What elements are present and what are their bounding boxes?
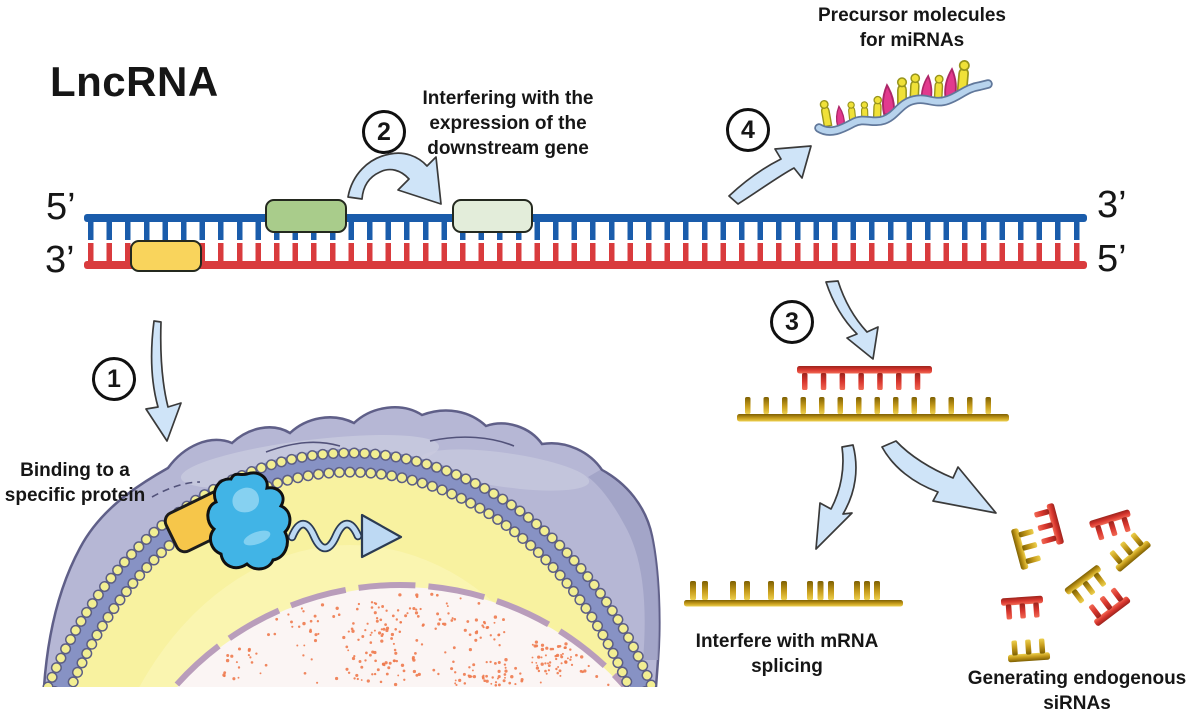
step2-badge: 2 <box>362 110 406 154</box>
green-gene-box <box>265 199 347 233</box>
step4-badge: 4 <box>726 108 770 152</box>
caption-line: expression of the <box>429 113 587 134</box>
caption-line: splicing <box>751 656 823 677</box>
step4-caption: Precursor molecules for miRNAs <box>797 3 1027 53</box>
caption-line: for miRNAs <box>859 30 965 51</box>
strand-label-5prime-right: 5’ <box>1097 238 1127 280</box>
antisense-strand-teeth <box>88 243 1084 261</box>
caption-line: Interfere with mRNA <box>695 631 879 652</box>
nuclear-envelope <box>170 582 630 687</box>
caption-line: Binding to a <box>20 460 130 481</box>
step4-arrow <box>728 145 812 205</box>
sirna-caption: Generating endogenous siRNAs <box>962 666 1192 716</box>
sense-strand-bar <box>84 214 1087 222</box>
signal-squiggle-arrow-icon <box>287 513 403 559</box>
strand-label-3prime-right: 3’ <box>1097 184 1127 226</box>
cell-membrane-beads <box>42 447 658 687</box>
caption-line: siRNAs <box>1043 693 1111 714</box>
mrna-splicing-strand <box>684 581 903 607</box>
blue-specific-protein <box>206 471 292 571</box>
step3-arrow <box>825 280 879 360</box>
strand-label-3prime-left: 3’ <box>45 239 75 281</box>
antisense-strand-bar <box>84 261 1087 269</box>
yellow-binding-site-box <box>130 240 202 272</box>
sirna-cluster <box>1000 502 1152 663</box>
caption-line: specific protein <box>4 485 146 506</box>
nucleus <box>170 582 630 687</box>
step1-arrow <box>145 320 182 442</box>
step2-caption: Interfering with the expression of the d… <box>393 86 623 161</box>
step1-badge: 1 <box>92 357 136 401</box>
cell-illustration <box>42 406 661 687</box>
page-title: LncRNA <box>50 58 219 105</box>
to-mrna-splicing-arrow <box>815 444 857 550</box>
caption-line: Interfering with the <box>422 88 594 109</box>
caption-line: Precursor molecules <box>818 5 1006 26</box>
caption-line: Generating endogenous <box>967 668 1187 689</box>
nucleus-speckles <box>222 592 610 687</box>
step1-caption: Binding to a specific protein <box>0 458 150 508</box>
strand-label-5prime-left: 5’ <box>46 186 76 228</box>
lncrna-mrna-duplex <box>737 366 1009 422</box>
precursor-mirna-illustration <box>814 59 993 136</box>
step2-arrow <box>347 152 442 205</box>
caption-line: downstream gene <box>427 138 589 159</box>
light-green-downstream-gene-box <box>452 199 533 233</box>
to-sirna-arrow <box>881 440 997 514</box>
step3-badge: 3 <box>770 300 814 344</box>
mrna-splicing-caption: Interfere with mRNA splicing <box>672 629 902 679</box>
